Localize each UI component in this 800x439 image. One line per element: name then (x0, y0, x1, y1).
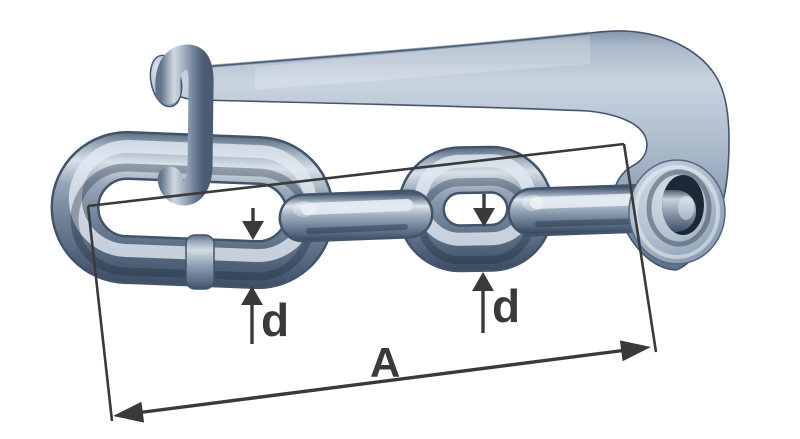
arrowhead-A-right (619, 340, 651, 362)
side-link-1-highlight (301, 199, 413, 215)
master-link-weld-collar (185, 234, 215, 290)
hook-plate (162, 30, 730, 271)
extension-line-left (86, 205, 114, 422)
dimension-arrowheads-and-labels: d d A (113, 208, 651, 423)
arrowhead-d-left-down (242, 221, 264, 240)
extension-line-top (87, 142, 625, 208)
label-A: A (370, 339, 400, 386)
arrowhead-d-left-up (241, 286, 263, 305)
label-d-left: d (261, 294, 289, 346)
dimension-annotations: d d A (86, 142, 658, 423)
side-link-1-shade (306, 224, 408, 234)
hook-eyelet (628, 159, 726, 265)
side-link-1 (278, 189, 434, 243)
master-link-highlight (68, 140, 317, 263)
dimension-line-A (139, 348, 624, 415)
hook-bar-facet-highlight (255, 35, 590, 90)
extension-line-right (622, 143, 658, 353)
side-link-2-highlight (530, 193, 654, 209)
oval-link-highlight (414, 154, 537, 246)
side-link-1-cap-sheen (293, 201, 315, 217)
side-link-2-shade (535, 218, 649, 227)
connector-link-front-leg (155, 44, 214, 206)
link-end-in-eyelet (662, 190, 696, 232)
label-d-right: d (492, 280, 520, 332)
side-link-2-cap-sheen (522, 195, 544, 211)
hook-eyelet-crease (646, 169, 712, 247)
arrowhead-A-left (113, 401, 145, 423)
oval-link (397, 145, 554, 273)
hook-bar-top-bevel (162, 31, 591, 72)
arrowhead-d-right-down (473, 208, 495, 227)
hook-eyelet-boss-rim (634, 165, 720, 259)
arrowhead-d-right-up (472, 272, 494, 291)
